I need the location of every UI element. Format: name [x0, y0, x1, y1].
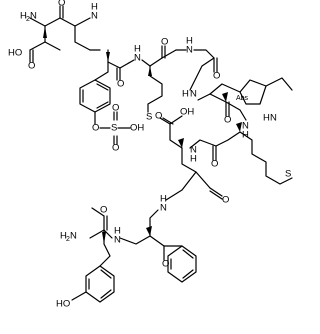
- sulfate-o-label: O: [112, 143, 119, 154]
- acid-o-label: O: [155, 111, 162, 122]
- phenol-oh-label: HO: [56, 299, 70, 310]
- sulfur-label: S: [111, 123, 117, 134]
- carbonyl-o-label: O: [211, 159, 218, 170]
- sulfate-o-label: O: [112, 103, 119, 114]
- carbonyl-o-label: O: [28, 61, 35, 72]
- abs-stereo-label: Abs: [236, 95, 249, 102]
- amide-n-label: N: [190, 89, 197, 100]
- bond-lines: [29, 5, 293, 303]
- amide-h-label: H: [190, 154, 197, 165]
- indole-h-label: H: [263, 113, 270, 124]
- carbonyl-o-label: O: [100, 205, 107, 216]
- amide-n-label: N: [186, 45, 193, 56]
- acid-oh-label: OH: [180, 107, 194, 118]
- amide-h-label: H: [160, 194, 167, 205]
- carbonyl-o-label: O: [58, 0, 65, 9]
- indole-n-label: N: [270, 113, 277, 124]
- amide-n-label: N: [114, 235, 121, 246]
- amide-n-label: N: [134, 53, 141, 64]
- stereo-wedges: [43, 26, 242, 244]
- thioether-s-label: S: [146, 112, 152, 123]
- phenol-o-label: O: [92, 123, 99, 134]
- carbonyl-o-label: O: [224, 115, 231, 126]
- carbonyl-o-label: O: [213, 71, 220, 82]
- amide-h-label: H: [91, 2, 98, 13]
- hydroxyl-label: HO: [8, 48, 22, 59]
- atom-labels: H 2 N HO O O N H O N H O N H S O N H H N…: [8, 0, 291, 310]
- carbonyl-o-label: O: [222, 195, 229, 206]
- thioether-s-label: S: [285, 169, 291, 180]
- amine-subscript: 2: [26, 16, 30, 23]
- amide-h-label: H: [182, 89, 189, 100]
- amide-n-label: N: [91, 11, 98, 22]
- amide-h-label: H: [242, 130, 249, 141]
- amine-h-label: H: [20, 11, 27, 22]
- amide-n-label: N: [242, 121, 249, 132]
- amine-n-label: N: [30, 11, 37, 22]
- amide-h-label: H: [186, 36, 193, 47]
- carbonyl-o-label: O: [162, 259, 169, 270]
- sulfate-oh-label: OH: [130, 123, 144, 134]
- amide-h-label: H: [134, 44, 141, 55]
- peptide-structure-diagram: H 2 N HO O O N H O N H O N H S O N H H N…: [8, 0, 293, 310]
- amide-n-label: N: [70, 231, 77, 242]
- carbonyl-o-label: O: [117, 79, 124, 90]
- carbonyl-o-label: O: [161, 37, 168, 48]
- amide-h-label: H: [60, 231, 67, 242]
- amide-subscript: 2: [66, 236, 70, 243]
- amide-h-label: H: [114, 226, 121, 237]
- amide-n-label: N: [190, 145, 197, 156]
- amide-n-label: N: [160, 203, 167, 214]
